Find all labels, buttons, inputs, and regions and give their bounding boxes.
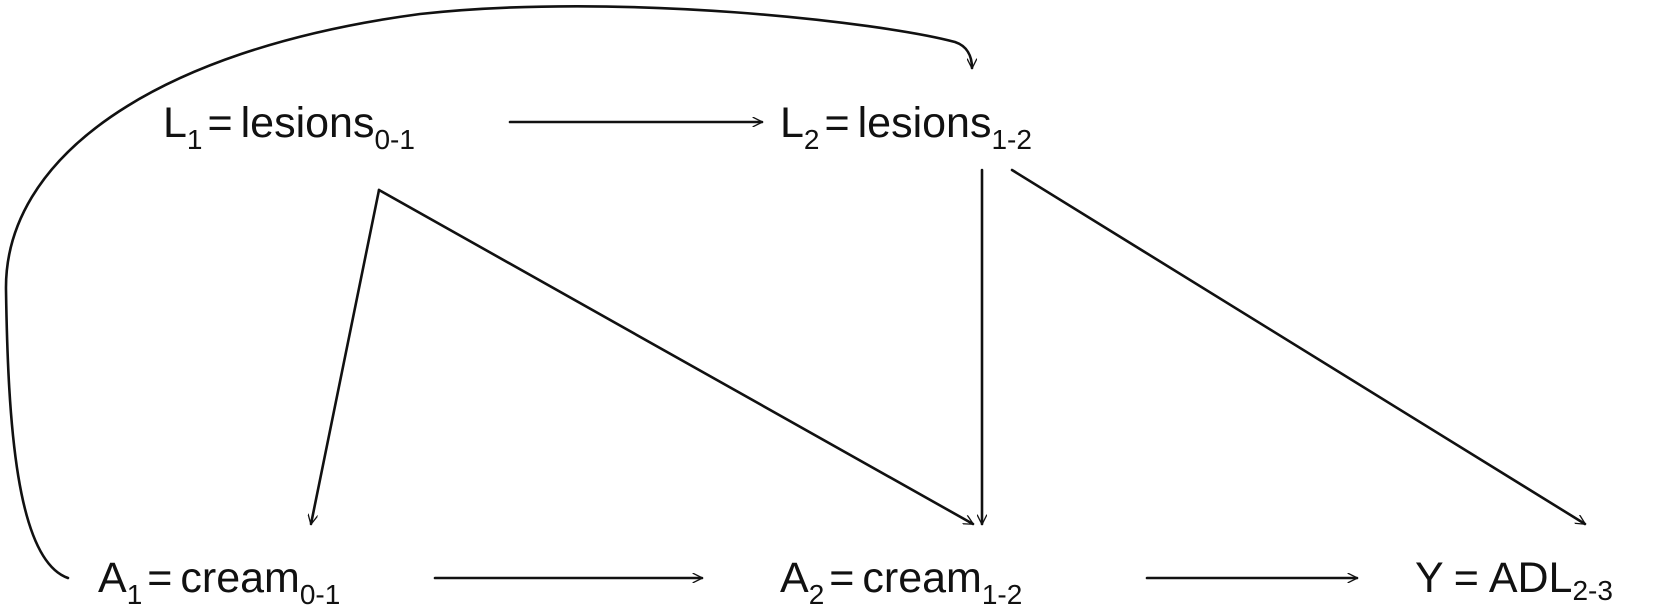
node-l2-range: 1-2 [991, 124, 1031, 155]
node-l2-subscript: 2 [804, 124, 820, 155]
node-a1-subscript: 1 [127, 579, 143, 610]
edge-l2-to-y [1010, 168, 1587, 526]
node-l1-range: 0-1 [374, 124, 414, 155]
node-l2-symbol: L [780, 99, 804, 147]
node-l2-word: lesions [858, 99, 992, 147]
node-l1-equals: = [208, 99, 233, 147]
node-a1-equals: = [147, 554, 172, 602]
node-a2-range: 1-2 [982, 579, 1022, 610]
node-a1: A1=cream0-1 [98, 554, 340, 610]
node-y-range: 2-3 [1572, 575, 1612, 606]
node-a1-word: cream [180, 554, 299, 602]
node-a2-word: cream [862, 554, 981, 602]
node-y-equals: = [1454, 554, 1479, 602]
edge-a1-to-l2-curve [4, 4, 972, 580]
node-a2-subscript: 2 [809, 579, 825, 610]
node-y-word: ADL [1489, 554, 1573, 602]
node-l1-subscript: 1 [187, 124, 203, 155]
node-a2-equals: = [829, 554, 854, 602]
edge-l1-to-a1 [311, 188, 381, 526]
node-a2-symbol: A [780, 554, 809, 602]
edges [4, 4, 1587, 580]
nodes: L1=lesions0-1 L2=lesions1-2 A1=cream0-1 … [98, 99, 1613, 610]
node-a1-range: 0-1 [300, 579, 340, 610]
node-l1-word: lesions [241, 99, 375, 147]
edge-l1-to-a2 [377, 188, 975, 526]
node-l1: L1=lesions0-1 [163, 99, 415, 155]
node-a2: A2=cream1-2 [780, 554, 1022, 610]
node-l2: L2=lesions1-2 [780, 99, 1032, 155]
node-l1-symbol: L [163, 99, 187, 147]
node-y: Y=ADL2-3 [1415, 554, 1613, 606]
node-l2-equals: = [825, 99, 850, 147]
node-y-symbol: Y [1415, 554, 1444, 602]
node-a1-symbol: A [98, 554, 127, 602]
